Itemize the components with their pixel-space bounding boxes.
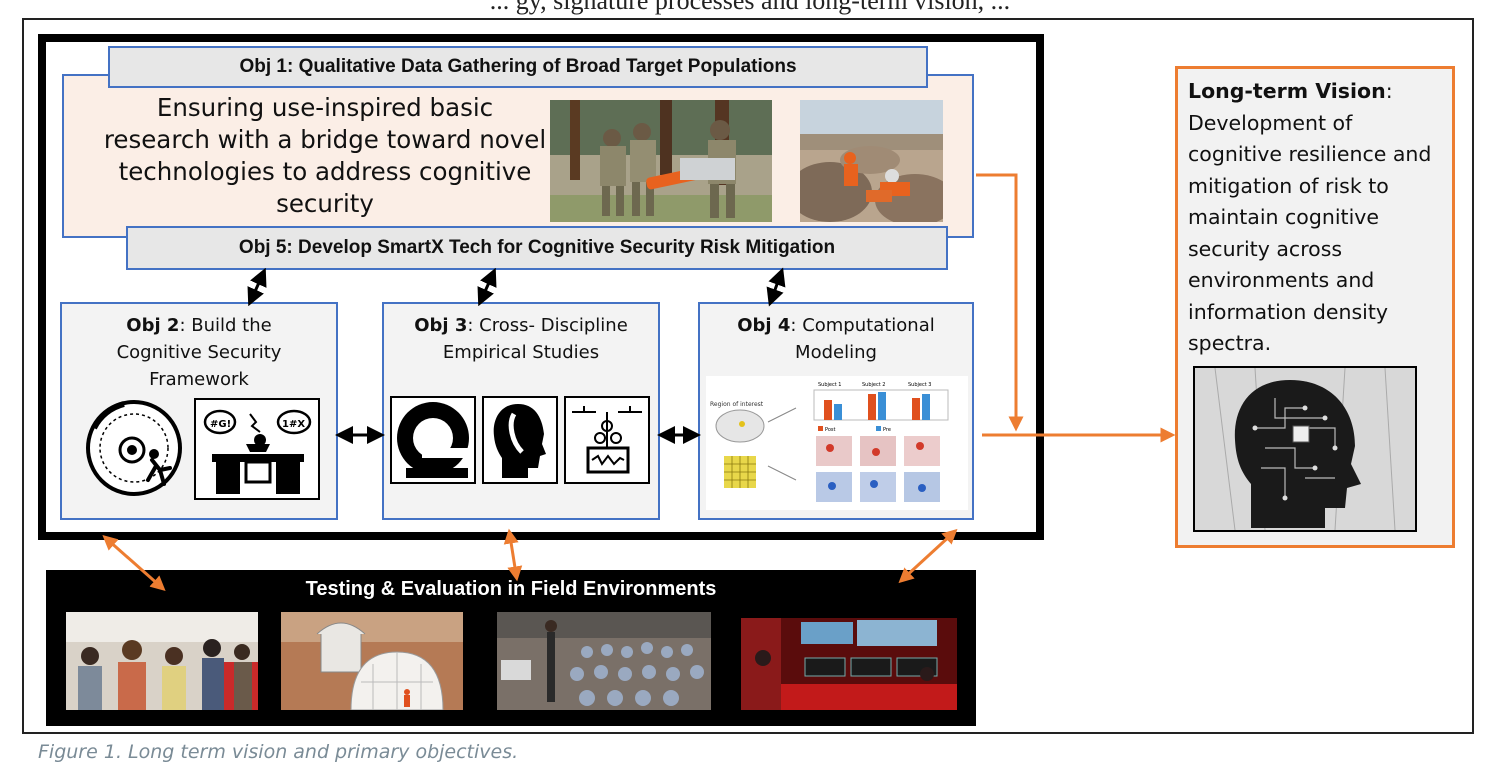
long-term-vision-body: Development of cognitive resilience and … [1188, 110, 1432, 356]
top-text-fragment: ... gy, signature processes and long-ter… [489, 0, 1011, 15]
obj1-description: Ensuring use-inspired basic research wit… [103, 93, 547, 218]
obj5-title: Obj 5: Develop SmartX Tech for Cognitive… [126, 226, 948, 270]
subject-label-2: Subject 2 [862, 382, 885, 388]
long-term-vision-title: Long-term Vision [1188, 79, 1386, 103]
control-room-photo [741, 618, 957, 710]
circuit-head-image [1193, 366, 1417, 532]
voxel-grid [724, 456, 756, 488]
stressed-worker-icon: #G! 1#X [194, 398, 320, 500]
circuit-device-icon [564, 396, 650, 484]
mars-habitat-photo [281, 612, 463, 710]
subject-label-3: Subject 3 [908, 382, 931, 388]
long-term-vision-text: Long-term Vision: Development of cogniti… [1188, 79, 1432, 356]
heatmaps [816, 436, 940, 502]
mri-scanner-icon [390, 396, 476, 484]
modeling-figure: Region of interest Subject 1 Subject 2 S… [706, 376, 968, 510]
head-profile-icon [482, 396, 558, 484]
students-walking-photo [66, 612, 258, 710]
figure-caption: Figure 1. Long term vision and primary o… [38, 741, 519, 763]
subject-label-1: Subject 1 [818, 382, 841, 388]
obj2-title: Obj 2: Build the Cognitive Security Fram… [116, 315, 282, 390]
radar-person-icon [84, 398, 184, 498]
obj4-title: Obj 4: Computational Modeling [737, 315, 935, 363]
desert-rescue-photo [800, 100, 943, 222]
obj1-title: Obj 1: Qualitative Data Gathering of Bro… [108, 46, 928, 88]
region-label: Region of interest [710, 401, 764, 408]
obj3-title: Obj 3: Cross- Discipline Empirical Studi… [414, 315, 628, 363]
soldiers-stretcher-photo [550, 100, 772, 222]
svg-text:#G!: #G! [210, 419, 231, 430]
legend-post: Post [825, 427, 836, 433]
legend-pre: Pre [883, 427, 891, 433]
lecture-hall-photo [497, 612, 711, 710]
svg-text:1#X: 1#X [282, 419, 305, 430]
field-environments-title: Testing & Evaluation in Field Environmen… [305, 578, 717, 600]
